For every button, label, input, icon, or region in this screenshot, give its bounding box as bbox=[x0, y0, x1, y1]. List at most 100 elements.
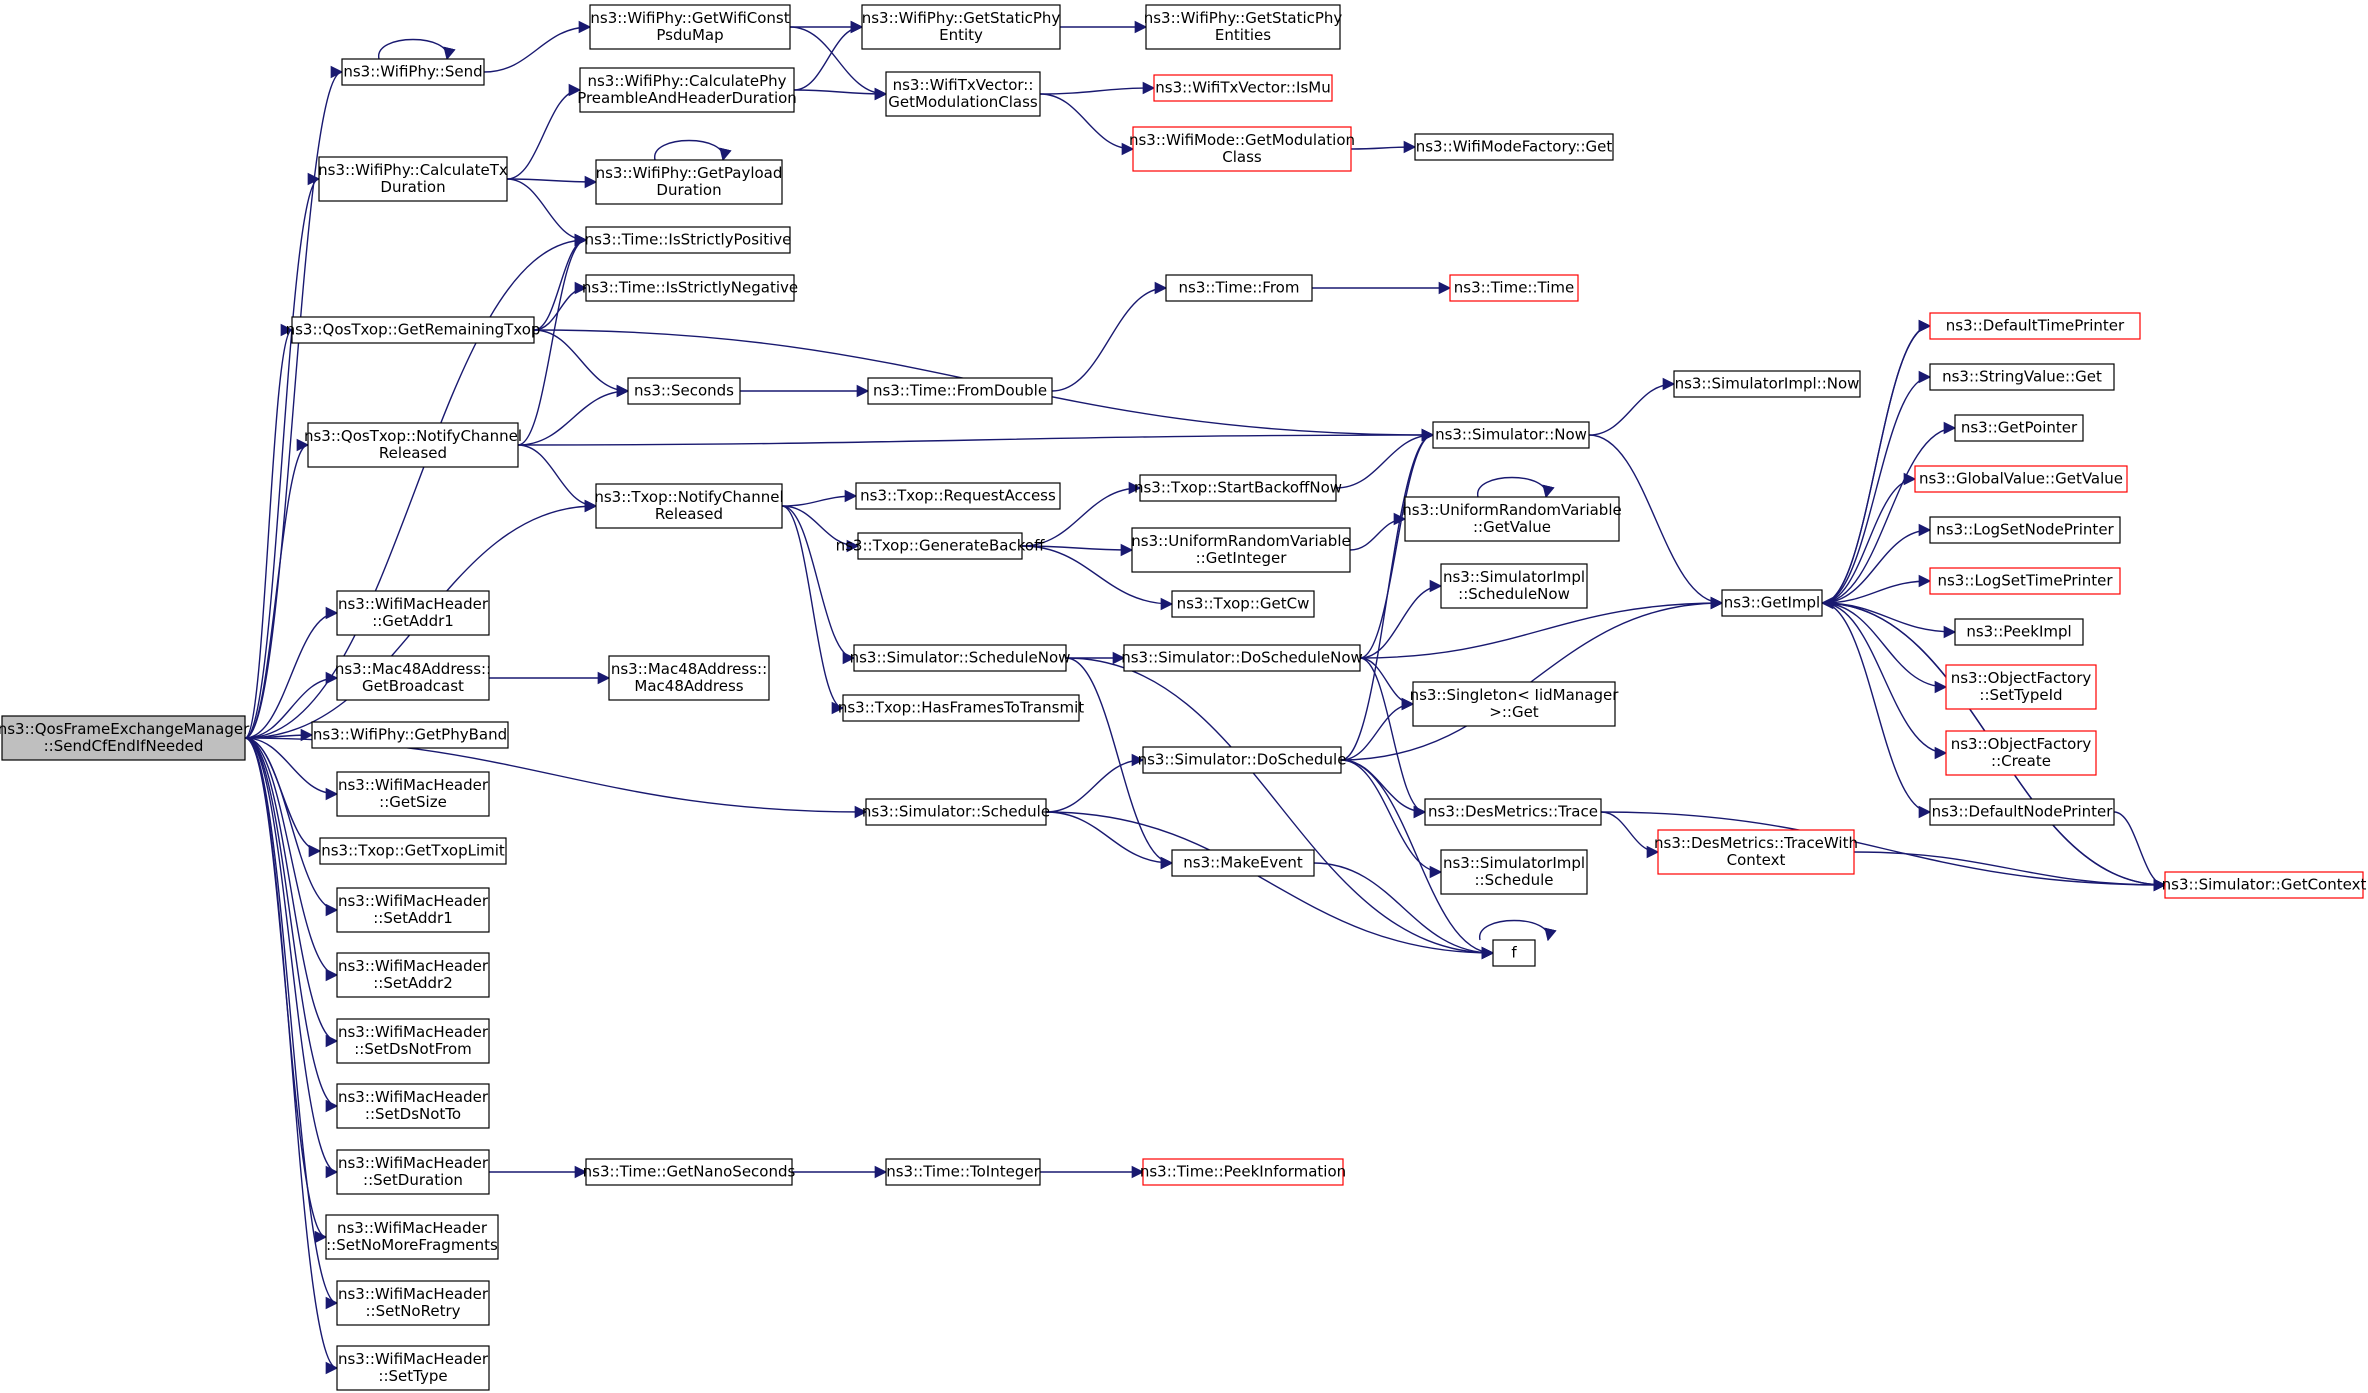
node-setAddr1[interactable]: ns3::WifiMacHeader::SetAddr1 bbox=[336, 887, 490, 933]
node-box[interactable] bbox=[336, 1083, 490, 1129]
node-box[interactable] bbox=[885, 1158, 1041, 1186]
node-uniformGetValue[interactable]: ns3::UniformRandomVariable::GetValue bbox=[1402, 496, 1622, 542]
node-box[interactable] bbox=[1142, 1158, 1344, 1186]
node-timeFrom[interactable]: ns3::Time::From bbox=[1165, 274, 1313, 302]
node-box[interactable] bbox=[1945, 664, 2097, 710]
node-getImpl[interactable]: ns3::GetImpl bbox=[1721, 589, 1823, 617]
node-box[interactable] bbox=[1929, 567, 2121, 595]
node-simScheduleNow[interactable]: ns3::Simulator::ScheduleNow bbox=[850, 644, 1071, 672]
node-box[interactable] bbox=[1139, 474, 1337, 502]
node-box[interactable] bbox=[885, 71, 1041, 117]
node-box[interactable] bbox=[867, 377, 1053, 405]
node-box[interactable] bbox=[1414, 133, 1614, 161]
node-box[interactable] bbox=[336, 1149, 490, 1195]
node-box[interactable] bbox=[1929, 516, 2121, 544]
node-getCw[interactable]: ns3::Txop::GetCw bbox=[1171, 590, 1315, 618]
node-box[interactable] bbox=[1, 715, 246, 761]
node-box[interactable] bbox=[1131, 527, 1351, 573]
node-startBackoffNow[interactable]: ns3::Txop::StartBackoffNow bbox=[1134, 474, 1342, 502]
node-box[interactable] bbox=[595, 159, 783, 205]
node-implScheduleNow[interactable]: ns3::SimulatorImpl::ScheduleNow bbox=[1440, 563, 1588, 609]
node-box[interactable] bbox=[855, 482, 1061, 510]
node-setAddr2[interactable]: ns3::WifiMacHeader::SetAddr2 bbox=[336, 952, 490, 998]
node-getTxopLimit[interactable]: ns3::Txop::GetTxopLimit bbox=[319, 837, 507, 865]
node-box[interactable] bbox=[1945, 730, 2097, 776]
node-hasFrames[interactable]: ns3::Txop::HasFramesToTransmit bbox=[838, 694, 1084, 722]
node-setDsNotTo[interactable]: ns3::WifiMacHeader::SetDsNotTo bbox=[336, 1083, 490, 1129]
node-box[interactable] bbox=[1153, 74, 1333, 102]
node-getPointer[interactable]: ns3::GetPointer bbox=[1954, 414, 2084, 442]
node-box[interactable] bbox=[307, 422, 519, 468]
node-box[interactable] bbox=[589, 4, 791, 50]
node-singletonGet[interactable]: ns3::Singleton< IidManager>::Get bbox=[1410, 681, 1620, 727]
node-box[interactable] bbox=[1492, 939, 1536, 967]
node-box[interactable] bbox=[1929, 312, 2141, 340]
node-simDoSchedule[interactable]: ns3::Simulator::DoSchedule bbox=[1138, 746, 1347, 774]
node-getAddr1[interactable]: ns3::WifiMacHeader::GetAddr1 bbox=[336, 590, 490, 636]
node-implNow[interactable]: ns3::SimulatorImpl::Now bbox=[1673, 370, 1861, 398]
node-box[interactable] bbox=[319, 837, 507, 865]
node-box[interactable] bbox=[1404, 496, 1620, 542]
node-box[interactable] bbox=[861, 4, 1061, 50]
node-box[interactable] bbox=[325, 1214, 499, 1260]
node-implSchedule[interactable]: ns3::SimulatorImpl::Schedule bbox=[1440, 849, 1588, 895]
node-box[interactable] bbox=[1914, 465, 2128, 493]
node-box[interactable] bbox=[627, 377, 741, 405]
node-simSchedule[interactable]: ns3::Simulator::Schedule bbox=[862, 798, 1050, 826]
node-simDoScheduleNow[interactable]: ns3::Simulator::DoScheduleNow bbox=[1121, 644, 1363, 672]
node-uniformGetInteger[interactable]: ns3::UniformRandomVariable::GetInteger bbox=[1131, 527, 1351, 573]
node-box[interactable] bbox=[1165, 274, 1313, 302]
node-mac48Address[interactable]: ns3::Mac48Address::Mac48Address bbox=[608, 655, 770, 701]
node-timeTime[interactable]: ns3::Time::Time bbox=[1449, 274, 1579, 302]
node-globalGetValue[interactable]: ns3::GlobalValue::GetValue bbox=[1914, 465, 2128, 493]
node-defaultNodePrinter[interactable]: ns3::DefaultNodePrinter bbox=[1929, 798, 2115, 826]
node-box[interactable] bbox=[585, 1158, 793, 1186]
node-isStrictlyPositive[interactable]: ns3::Time::IsStrictlyPositive bbox=[585, 226, 792, 254]
node-box[interactable] bbox=[336, 771, 490, 817]
node-box[interactable] bbox=[579, 67, 795, 113]
node-f[interactable]: f bbox=[1492, 939, 1536, 967]
node-box[interactable] bbox=[336, 1345, 490, 1391]
node-box[interactable] bbox=[585, 274, 795, 302]
node-root[interactable]: ns3::QosFrameExchangeManager::SendCfEndI… bbox=[0, 715, 250, 761]
node-box[interactable] bbox=[1171, 590, 1315, 618]
node-setDsNotFrom[interactable]: ns3::WifiMacHeader::SetDsNotFrom bbox=[336, 1018, 490, 1064]
node-box[interactable] bbox=[1424, 798, 1602, 826]
node-box[interactable] bbox=[857, 532, 1023, 560]
node-box[interactable] bbox=[595, 483, 783, 529]
node-box[interactable] bbox=[2164, 871, 2364, 899]
node-box[interactable] bbox=[1673, 370, 1861, 398]
node-box[interactable] bbox=[853, 644, 1067, 672]
node-box[interactable] bbox=[1171, 849, 1315, 877]
node-fromDouble[interactable]: ns3::Time::FromDouble bbox=[867, 377, 1053, 405]
node-setNoRetry[interactable]: ns3::WifiMacHeader::SetNoRetry bbox=[336, 1280, 490, 1326]
node-box[interactable] bbox=[1929, 363, 2115, 391]
node-getRemainingTxop[interactable]: ns3::QosTxop::GetRemainingTxop bbox=[286, 316, 541, 344]
node-logSetTimePrinter[interactable]: ns3::LogSetTimePrinter bbox=[1929, 567, 2121, 595]
node-peekImpl[interactable]: ns3::PeekImpl bbox=[1954, 618, 2084, 646]
node-generateBackoff[interactable]: ns3::Txop::GenerateBackoff bbox=[836, 532, 1045, 560]
node-box[interactable] bbox=[842, 694, 1080, 722]
node-stringValueGet[interactable]: ns3::StringValue::Get bbox=[1929, 363, 2115, 391]
node-setType[interactable]: ns3::WifiMacHeader::SetType bbox=[336, 1345, 490, 1391]
node-box[interactable] bbox=[865, 798, 1047, 826]
node-getSize[interactable]: ns3::WifiMacHeader::GetSize bbox=[336, 771, 490, 817]
node-makeEvent[interactable]: ns3::MakeEvent bbox=[1171, 849, 1315, 877]
node-box[interactable] bbox=[336, 887, 490, 933]
node-box[interactable] bbox=[1929, 798, 2115, 826]
node-desTrace[interactable]: ns3::DesMetrics::Trace bbox=[1424, 798, 1602, 826]
node-box[interactable] bbox=[585, 226, 791, 254]
node-calcPreamble[interactable]: ns3::WifiPhy::CalculatePhyPreambleAndHea… bbox=[577, 67, 797, 113]
node-simGetContext[interactable]: ns3::Simulator::GetContext bbox=[2162, 871, 2367, 899]
node-setDuration[interactable]: ns3::WifiMacHeader::SetDuration bbox=[336, 1149, 490, 1195]
node-factoryCreate[interactable]: ns3::ObjectFactory::Create bbox=[1945, 730, 2097, 776]
node-seconds[interactable]: ns3::Seconds bbox=[627, 377, 741, 405]
node-peekInformation[interactable]: ns3::Time::PeekInformation bbox=[1140, 1158, 1346, 1186]
node-box[interactable] bbox=[1142, 746, 1342, 774]
